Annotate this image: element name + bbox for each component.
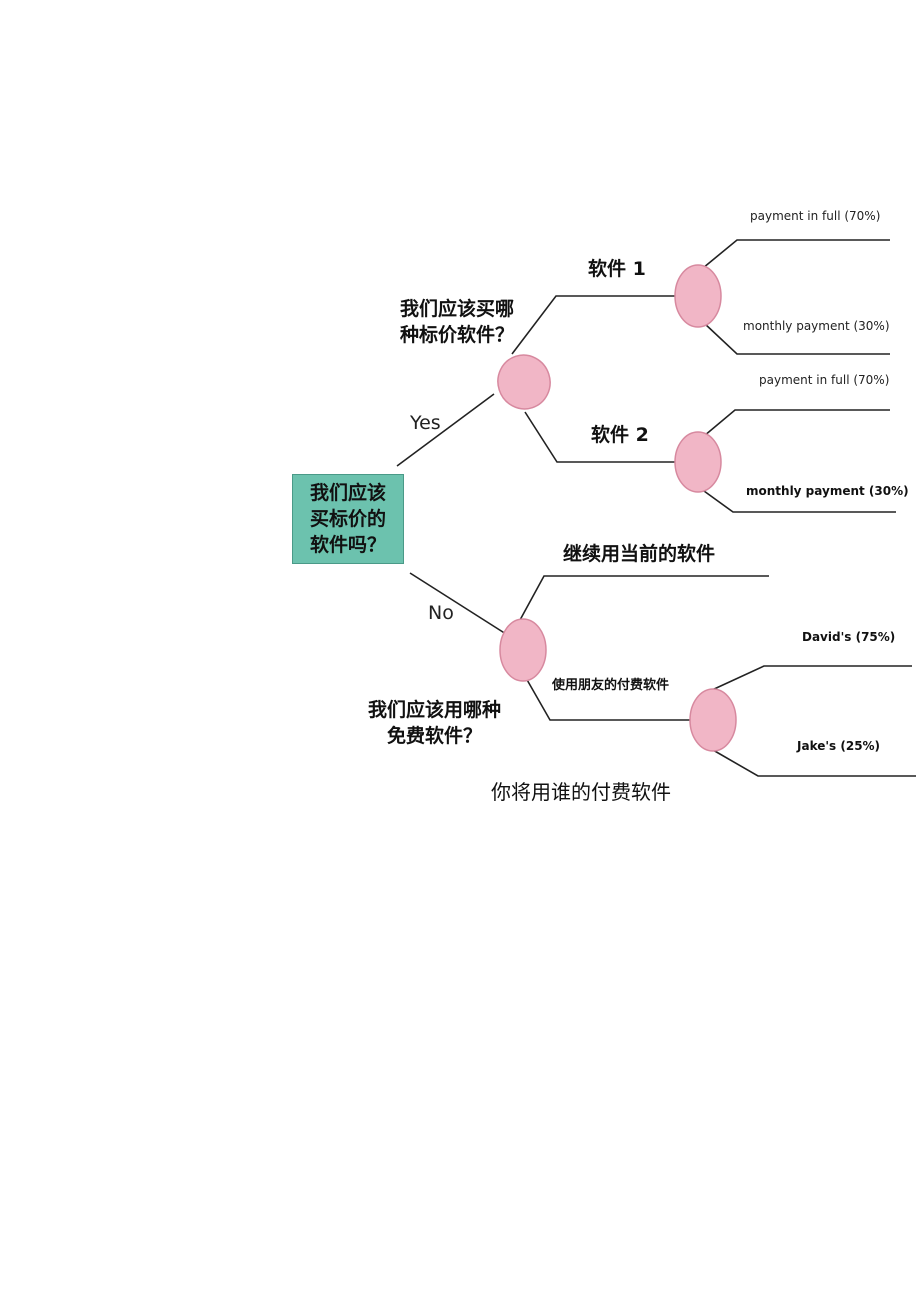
outcome-s2-monthly-line bbox=[703, 490, 896, 513]
edge-no-label: No bbox=[428, 602, 454, 624]
outcome-s2-monthly-label: monthly payment (30%) bbox=[746, 484, 909, 498]
chance-nodes bbox=[497, 264, 737, 752]
edge-no-line bbox=[409, 572, 507, 635]
paid-decision-question: 我们应该买哪 种标价软件？ bbox=[400, 298, 515, 347]
outcome-jakes-line bbox=[712, 749, 916, 777]
branch-software-2-line bbox=[524, 411, 680, 463]
outcome-s1-full-label: payment in full (70%) bbox=[750, 209, 881, 223]
edge-yes-label: Yes bbox=[410, 412, 441, 434]
option-continue-current-label: 继续用当前的软件 bbox=[563, 543, 716, 565]
outcome-s1-monthly-line bbox=[703, 322, 890, 355]
chance-node-software-1 bbox=[674, 264, 722, 328]
branch-software-1-line bbox=[511, 295, 684, 355]
option-friends-software-label: 使用朋友的付费软件 bbox=[552, 678, 670, 693]
option-software-1-label: 软件 1 bbox=[588, 258, 646, 280]
edge-yes-line bbox=[396, 393, 495, 467]
diagram-caption: 你将用谁的付费软件 bbox=[491, 780, 671, 804]
outcome-davids-label: David's (75%) bbox=[802, 630, 896, 644]
root-decision-box: 我们应该 买标价的 软件吗？ bbox=[292, 474, 404, 564]
chance-node-friends-software bbox=[689, 688, 737, 752]
decision-node-free bbox=[499, 618, 547, 682]
outcome-s2-full-label: payment in full (70%) bbox=[759, 373, 890, 387]
root-question-label: 我们应该 买标价的 软件吗？ bbox=[309, 481, 386, 557]
branch-friends-software-line bbox=[525, 677, 690, 721]
option-software-2-label: 软件 2 bbox=[591, 424, 649, 446]
outcome-s1-full-line bbox=[702, 239, 890, 269]
connector-lines bbox=[396, 239, 916, 777]
outcome-s1-monthly-label: monthly payment (30%) bbox=[743, 319, 890, 333]
decision-node-paid bbox=[497, 354, 551, 410]
outcome-davids-line bbox=[711, 665, 912, 691]
chance-node-software-2 bbox=[674, 431, 722, 493]
outcome-jakes-label: Jake's (25%) bbox=[797, 739, 881, 753]
free-decision-question: 我们应该用哪种 免费软件？ bbox=[368, 699, 502, 748]
outcome-s2-full-line bbox=[703, 409, 890, 437]
branch-continue-current-line bbox=[519, 575, 769, 621]
